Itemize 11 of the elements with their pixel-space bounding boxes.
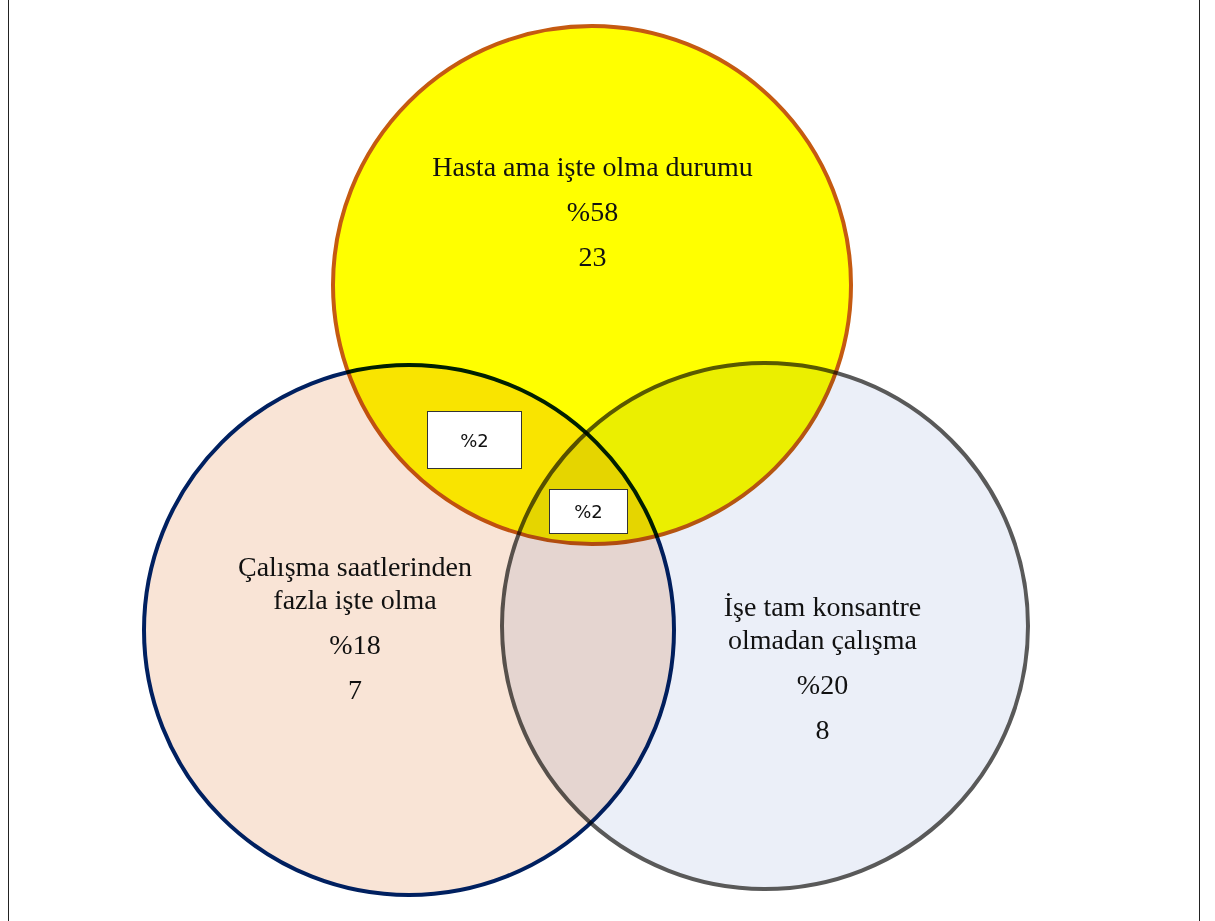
percentage-value: %20: [796, 668, 849, 701]
overlap-value-box: %2: [549, 489, 628, 534]
percentage-value: %58: [566, 195, 619, 228]
count-value: 7: [348, 673, 362, 706]
overlap-value-box: %2: [427, 411, 522, 469]
circle-label: Hasta ama işte olma durumu: [432, 150, 753, 183]
circle-label: İşe tam konsantre olmadan çalışma: [722, 590, 923, 656]
count-value: 8: [815, 713, 830, 746]
percentage-value: %18: [329, 628, 381, 661]
circle-label: Çalışma saatlerinden fazla işte olma: [236, 550, 473, 616]
count-value: 23: [578, 240, 607, 273]
